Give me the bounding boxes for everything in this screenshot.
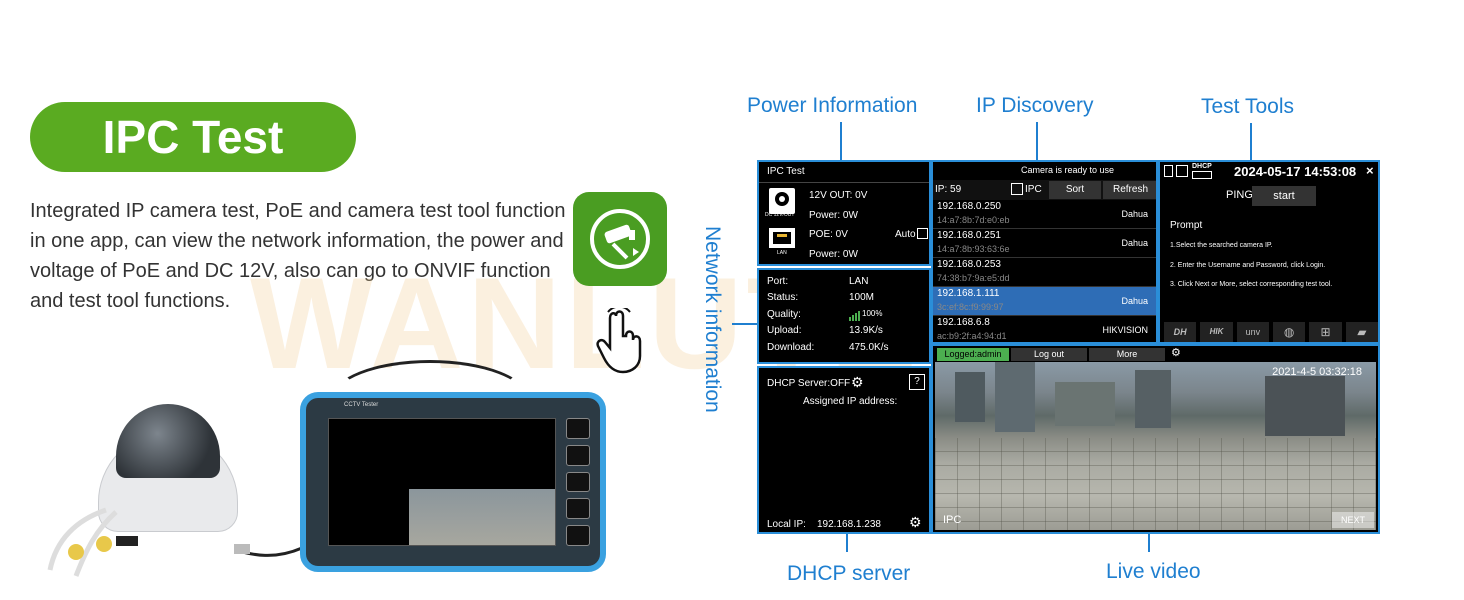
hikvision-tool-button[interactable]: HIK	[1200, 322, 1233, 342]
callout-power-information: Power Information	[747, 94, 918, 117]
prompt-heading: Prompt	[1170, 220, 1203, 231]
dc-power: Power: 0W	[809, 210, 858, 221]
live-video-feed[interactable]: 2021-4-5 03:32:18 IPC NEXT	[935, 362, 1376, 530]
video-settings-gear-icon[interactable]: ⚙	[1171, 347, 1181, 359]
ipc-test-title-pill: IPC Test	[30, 102, 356, 172]
dhcp-badge: DHCP	[1192, 163, 1212, 170]
assigned-ip-label: Assigned IP address:	[803, 396, 898, 407]
status-value: 100M	[849, 292, 875, 303]
ping-label: PING	[1226, 189, 1253, 201]
ip-discovery-panel: Camera is ready to use IP: 59 IPC Sort R…	[931, 160, 1158, 344]
tap-hand-icon	[596, 305, 646, 379]
ipc-test-app-icon[interactable]	[573, 192, 667, 286]
camera-app-icon	[590, 209, 650, 269]
port-value: LAN	[849, 276, 869, 287]
download-value: 475.0K/s	[849, 342, 889, 353]
battery-icon	[1192, 171, 1212, 179]
storage-icon	[1176, 165, 1188, 177]
ip-toolbar: IP: 59 IPC Sort Refresh	[933, 180, 1156, 200]
auto-label: Auto	[895, 229, 916, 240]
dhcp-status: DHCP Server:OFF	[767, 378, 851, 389]
callout-live-video: Live video	[1106, 560, 1201, 583]
prompt-step: 1.Select the searched camera IP.	[1170, 242, 1273, 249]
dhcp-server-panel: DHCP Server:OFF ⚙ ? Assigned IP address:…	[757, 366, 931, 534]
tester-screen-thumbnail	[328, 418, 556, 546]
tool-shortcut-bar: DH HIK unv ◍ ⊞ ▰	[1164, 322, 1378, 342]
network-topology-icon[interactable]: ⊞	[1309, 322, 1342, 342]
dhcp-settings-gear-icon[interactable]: ⚙	[851, 374, 864, 390]
test-tools-panel: DHCP 2024-05-17 14:53:08 × PING start Pr…	[1158, 160, 1380, 344]
callout-network-information: Network information	[701, 226, 724, 413]
tester-hardware-buttons	[566, 418, 590, 546]
poe-voltage: POE: 0V	[809, 229, 848, 240]
live-video-panel: Logged:admin Log out More ⚙ 2021-4-5 03:…	[931, 344, 1380, 534]
ip-count: IP: 59	[935, 184, 962, 195]
prompt-step: 3. Click Next or More, select correspond…	[1170, 281, 1333, 288]
logout-button[interactable]: Log out	[1011, 348, 1087, 361]
tester-brand-label: CCTV Tester	[344, 402, 379, 408]
poe-power: Power: 0W	[809, 249, 858, 260]
quality-value: 100%	[862, 309, 883, 318]
datetime: 2024-05-17 14:53:08	[1234, 164, 1357, 179]
dc-port-icon	[769, 188, 795, 214]
lan-port-icon	[769, 228, 795, 248]
callout-test-tools: Test Tools	[1201, 95, 1294, 118]
panel-title: IPC Test	[767, 166, 805, 177]
logged-user-badge: Logged:admin	[937, 348, 1009, 361]
callout-ip-discovery: IP Discovery	[976, 94, 1094, 117]
signal-bars-icon	[849, 308, 861, 321]
upload-value: 13.9K/s	[849, 325, 883, 336]
auto-checkbox[interactable]	[917, 228, 928, 239]
camera-status: Camera is ready to use	[1021, 165, 1115, 175]
video-channel-label: IPC	[943, 514, 962, 526]
local-ip-settings-gear-icon[interactable]: ⚙	[909, 514, 922, 530]
video-timestamp: 2021-4-5 03:32:18	[1272, 366, 1362, 378]
local-ip-value: 192.168.1.238	[817, 519, 881, 530]
close-icon[interactable]: ×	[1366, 163, 1374, 178]
power-information-panel: IPC Test DC 12V/OUT 12V OUT: 0V Power: 0…	[757, 160, 931, 266]
network-information-panel: Port: LAN Status: 100M Quality: 100% Upl…	[757, 268, 931, 364]
lan-cable	[233, 500, 304, 560]
feature-description: Integrated IP camera test, PoE and camer…	[30, 200, 566, 312]
ping-start-button[interactable]: start	[1252, 186, 1316, 206]
ipc-filter-checkbox[interactable]	[1011, 183, 1023, 195]
refresh-button[interactable]: Refresh	[1103, 181, 1156, 199]
ethernet-cable	[330, 360, 530, 440]
dome-camera-lens	[116, 404, 220, 478]
dc-out-voltage: 12V OUT: 0V	[809, 190, 868, 201]
next-button[interactable]: NEXT	[1332, 512, 1374, 528]
camera-connector-cables	[46, 500, 166, 580]
camera-tool-icon[interactable]: ▰	[1345, 322, 1378, 342]
globe-icon[interactable]: ◍	[1272, 322, 1306, 342]
more-button[interactable]: More	[1089, 348, 1165, 361]
callout-dhcp-server: DHCP server	[787, 562, 911, 585]
uniview-tool-button[interactable]: unv	[1236, 322, 1269, 342]
sd-card-icon	[1164, 165, 1173, 177]
prompt-step: 2. Enter the Username and Password, clic…	[1170, 262, 1326, 269]
help-icon[interactable]: ?	[909, 374, 925, 390]
ipc-test-title: IPC Test	[102, 111, 284, 163]
sort-button[interactable]: Sort	[1049, 181, 1101, 199]
dahua-tool-button[interactable]: DH	[1164, 322, 1197, 342]
cctv-tester-device: CCTV Tester	[300, 392, 606, 572]
